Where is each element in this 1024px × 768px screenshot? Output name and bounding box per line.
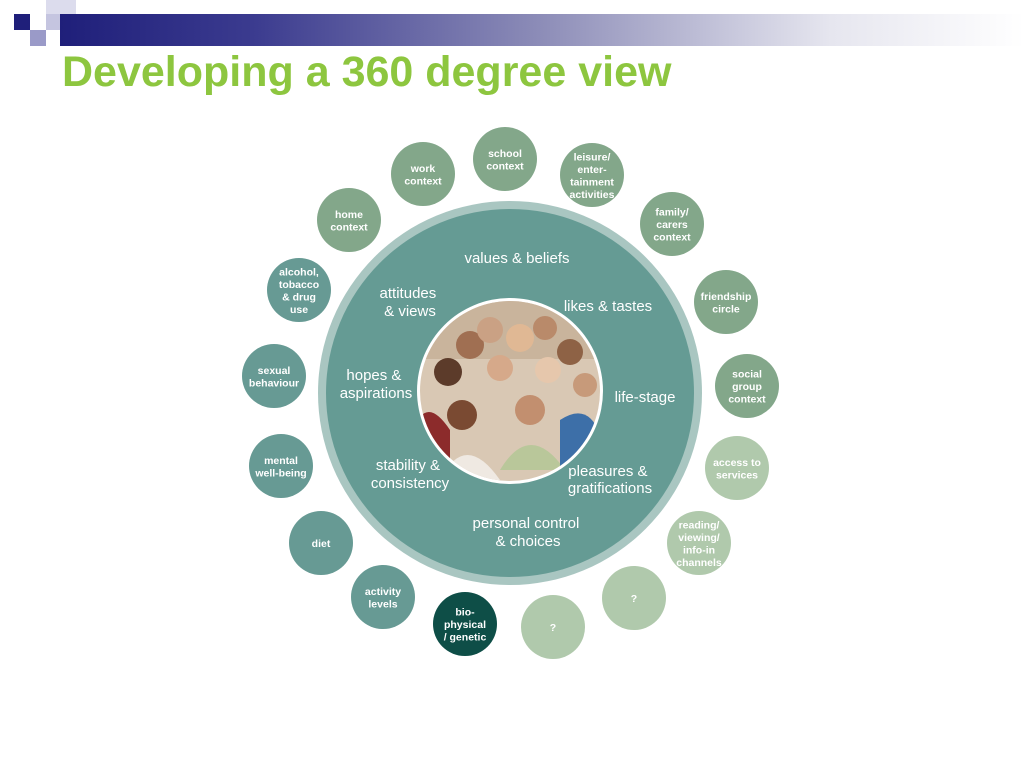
bubble-circle [351, 565, 415, 629]
bubble-circle [317, 188, 381, 252]
bubble-circle [521, 595, 585, 659]
ring-label-personal-control: personal control & choices [473, 515, 584, 550]
outer-bubble: ? [521, 595, 585, 659]
bubble-circle [473, 127, 537, 191]
bubble-label: ? [550, 622, 556, 634]
bubble-circle [640, 192, 704, 256]
bubble-circle [249, 434, 313, 498]
decor-square [46, 14, 60, 30]
bubble-circle [705, 436, 769, 500]
ring-label-stability: stability & consistency [371, 457, 450, 492]
ring-label-values-beliefs: values & beliefs [464, 250, 569, 267]
decor-square [14, 14, 30, 30]
bubble-circle [289, 511, 353, 575]
ring-label-attitudes: attitudes & views [380, 285, 441, 320]
decor-square [30, 0, 46, 14]
ring-label-likes-tastes: likes & tastes [564, 298, 652, 315]
decor-square [46, 0, 76, 14]
bubble-circle [433, 592, 497, 656]
bubble-label: diet [312, 538, 331, 550]
bubble-circle [242, 344, 306, 408]
bubble-circle [694, 270, 758, 334]
bubble-circle [715, 354, 779, 418]
slide-title: Developing a 360 degree view [62, 48, 672, 96]
bubble-label: ? [631, 593, 637, 605]
bubble-circle [602, 566, 666, 630]
ring-label-life-stage: life-stage [615, 389, 676, 406]
outer-bubble: diet [289, 511, 353, 575]
bubble-circle [560, 143, 624, 207]
outer-bubble: bio-physical/ genetic [433, 592, 497, 656]
ring-label-hopes: hopes & aspirations [340, 367, 413, 402]
bubble-circle [267, 258, 331, 322]
bubble-label: bio-physical/ genetic [444, 607, 487, 644]
decor-square [30, 30, 46, 46]
outer-bubble: ? [602, 566, 666, 630]
bubble-circle [391, 142, 455, 206]
ring-label-pleasures: pleasures & gratifications [568, 463, 652, 497]
header-gradient-bar [60, 14, 1024, 46]
bubble-circle [667, 511, 731, 575]
